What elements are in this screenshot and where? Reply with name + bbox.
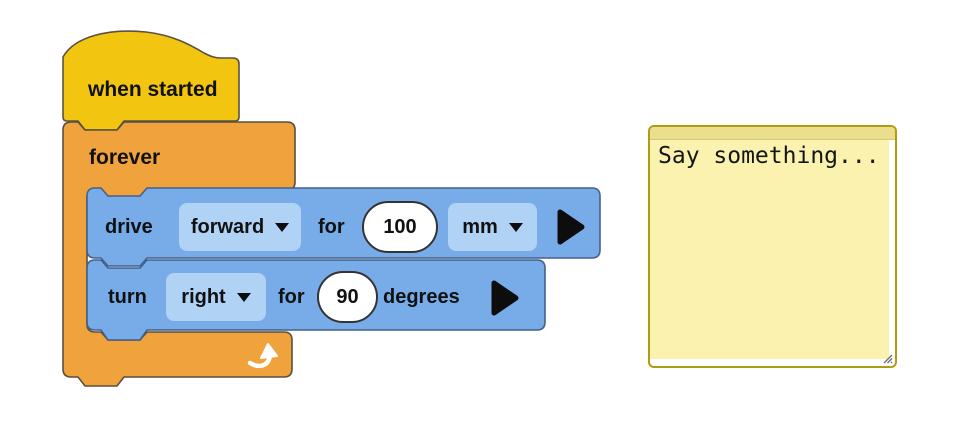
- drive-verb-label: drive: [105, 216, 153, 238]
- turn-direction-dropdown[interactable]: right: [165, 272, 267, 322]
- drive-direction-dropdown[interactable]: forward: [178, 202, 302, 252]
- drive-unit-dropdown[interactable]: mm: [447, 202, 538, 252]
- sticky-note: Say something...: [648, 125, 897, 368]
- forever-label: forever: [89, 146, 161, 169]
- sticky-note-header[interactable]: [650, 127, 895, 140]
- sticky-note-text-area[interactable]: Say something...: [650, 140, 889, 359]
- turn-angle-value: 90: [336, 285, 359, 308]
- expand-arrow-icon[interactable]: [490, 279, 520, 317]
- loop-arrow-icon: [247, 343, 278, 369]
- turn-for-label: for: [278, 286, 305, 308]
- dropdown-caret-icon: [275, 222, 290, 232]
- dropdown-caret-icon: [236, 292, 251, 302]
- turn-block-shape[interactable]: [86, 259, 546, 341]
- turn-verb-label: turn: [108, 286, 147, 308]
- expand-arrow-icon[interactable]: [556, 208, 586, 246]
- when-started-label: when started: [88, 78, 218, 101]
- turn-direction-value: right: [181, 285, 226, 308]
- drive-for-label: for: [318, 216, 345, 238]
- drive-distance-input[interactable]: 100: [362, 201, 438, 253]
- drive-unit-value: mm: [462, 215, 498, 238]
- turn-degrees-label: degrees: [383, 286, 460, 308]
- dropdown-caret-icon: [508, 222, 523, 232]
- resize-grip-icon[interactable]: [881, 352, 894, 365]
- turn-angle-input[interactable]: 90: [317, 271, 378, 323]
- drive-direction-value: forward: [190, 215, 265, 238]
- drive-distance-value: 100: [383, 215, 417, 238]
